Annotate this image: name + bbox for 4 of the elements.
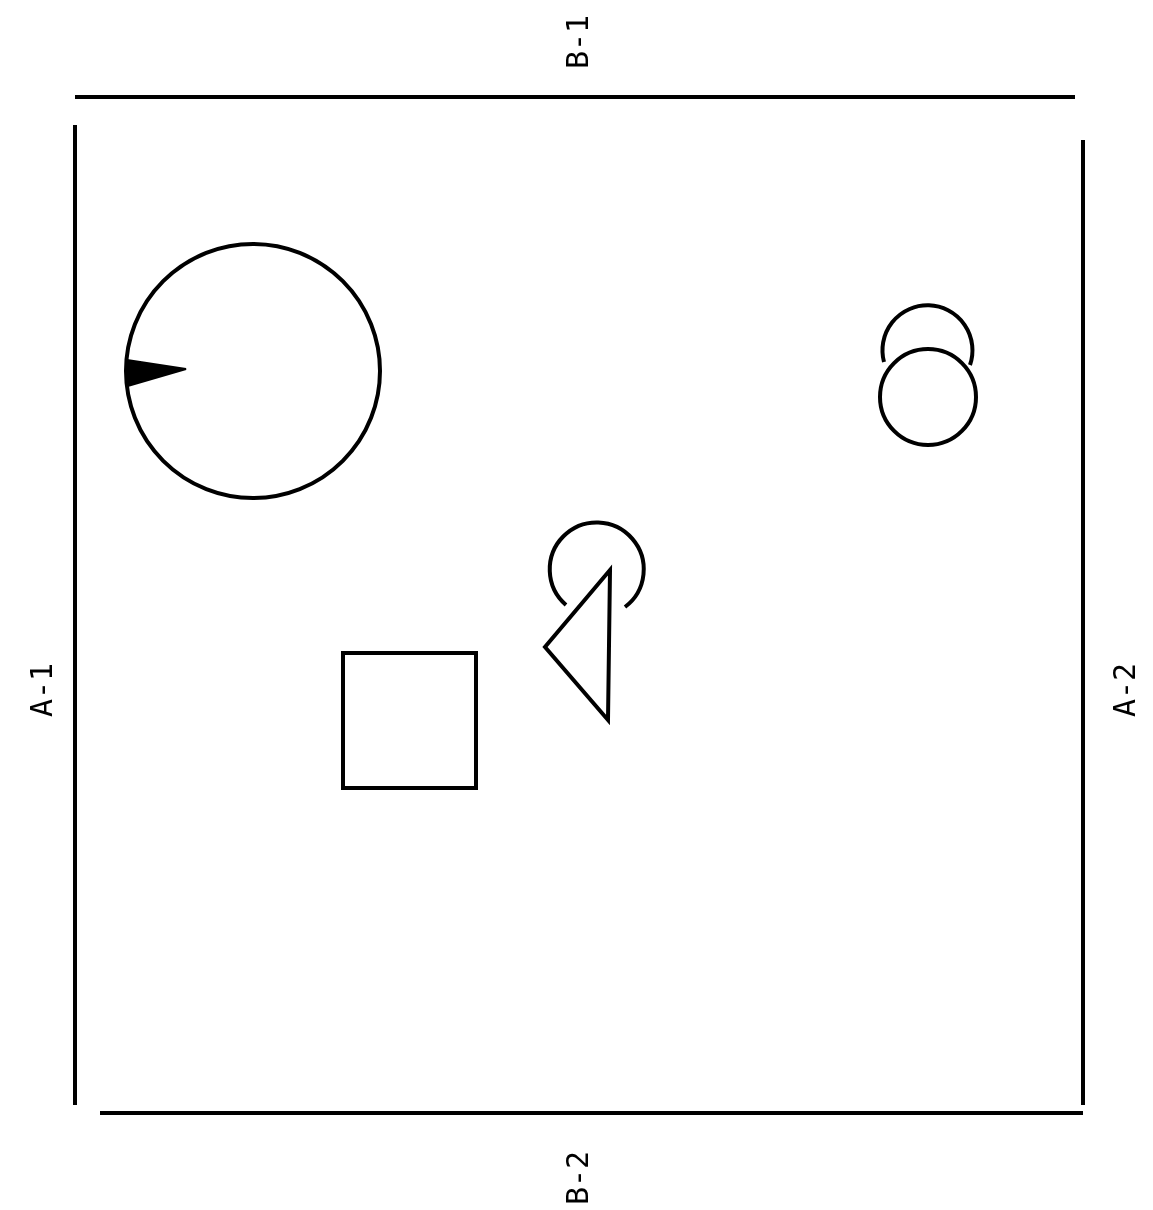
side-label: A-2 xyxy=(1110,662,1141,718)
side-label: B-2 xyxy=(563,1150,594,1206)
side-label: B-1 xyxy=(563,14,594,70)
side-label: A-1 xyxy=(27,662,58,718)
